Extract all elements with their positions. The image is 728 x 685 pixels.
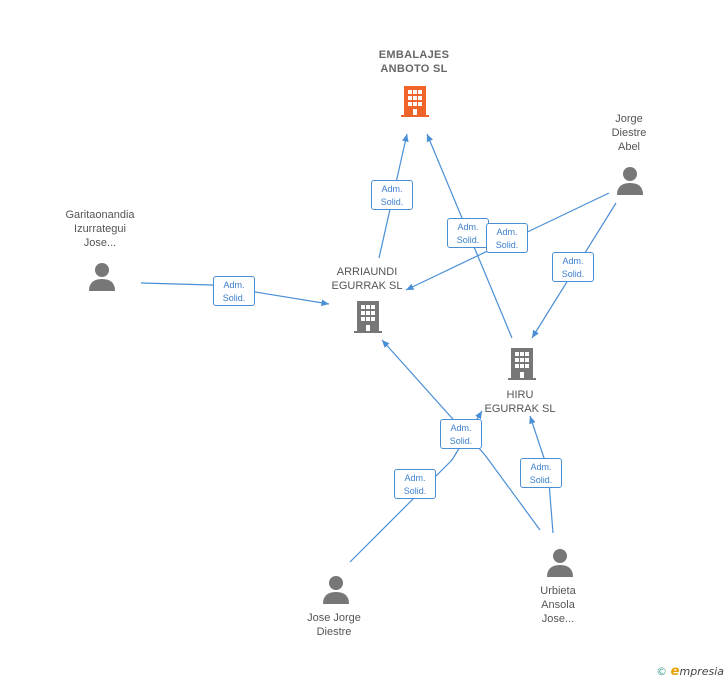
label-embalajes[interactable]: EMBALAJES ANBOTO SL bbox=[378, 49, 450, 75]
copyright-symbol: © bbox=[656, 665, 668, 678]
building-icon-hiru[interactable] bbox=[507, 346, 537, 382]
label-garitaonandia[interactable]: Garitaonandia Izurrategui Jose... bbox=[65, 209, 135, 249]
edge-label-hiru-embalajes[interactable]: Adm. Solid. bbox=[447, 218, 489, 248]
label-jorge[interactable]: Jorge Diestre Abel bbox=[611, 113, 647, 153]
edge-label-arriaundi-embalajes[interactable]: Adm. Solid. bbox=[371, 180, 413, 210]
edge-label-garitaonandia-arriaundi[interactable]: Adm. Solid. bbox=[213, 276, 255, 306]
label-josejorge[interactable]: Jose Jorge Diestre bbox=[307, 612, 361, 638]
edge-label-urbieta-arriaundi[interactable]: Adm. Solid. bbox=[440, 419, 482, 449]
brand-name: mpresia bbox=[679, 665, 724, 678]
edge-label-jorge-hiru[interactable]: Adm. Solid. bbox=[552, 252, 594, 282]
label-urbieta[interactable]: Urbieta Ansola Jose... bbox=[540, 585, 576, 625]
brand-e: e bbox=[670, 664, 680, 679]
person-icon-garitaonandia[interactable] bbox=[87, 261, 117, 291]
edge-label-urbieta-hiru[interactable]: Adm. Solid. bbox=[520, 458, 562, 488]
edge-urbieta-arriaundi bbox=[381, 339, 541, 531]
label-hiru[interactable]: HIRU EGURRAK SL bbox=[484, 389, 556, 415]
building-icon-embalajes[interactable] bbox=[400, 84, 430, 118]
footer-brand[interactable]: © empresia bbox=[656, 664, 724, 679]
person-icon-urbieta[interactable] bbox=[545, 547, 575, 577]
building-icon-arriaundi[interactable] bbox=[353, 299, 383, 335]
label-arriaundi[interactable]: ARRIAUNDI EGURRAK SL bbox=[331, 266, 403, 292]
edge-garitaonandia-arriaundi bbox=[140, 282, 330, 307]
person-icon-jorge[interactable] bbox=[615, 165, 645, 195]
edge-label-josejorge-hiru[interactable]: Adm. Solid. bbox=[394, 469, 436, 499]
person-icon-josejorge[interactable] bbox=[321, 574, 351, 604]
edge-label-jorge-arriaundi[interactable]: Adm. Solid. bbox=[486, 223, 528, 253]
